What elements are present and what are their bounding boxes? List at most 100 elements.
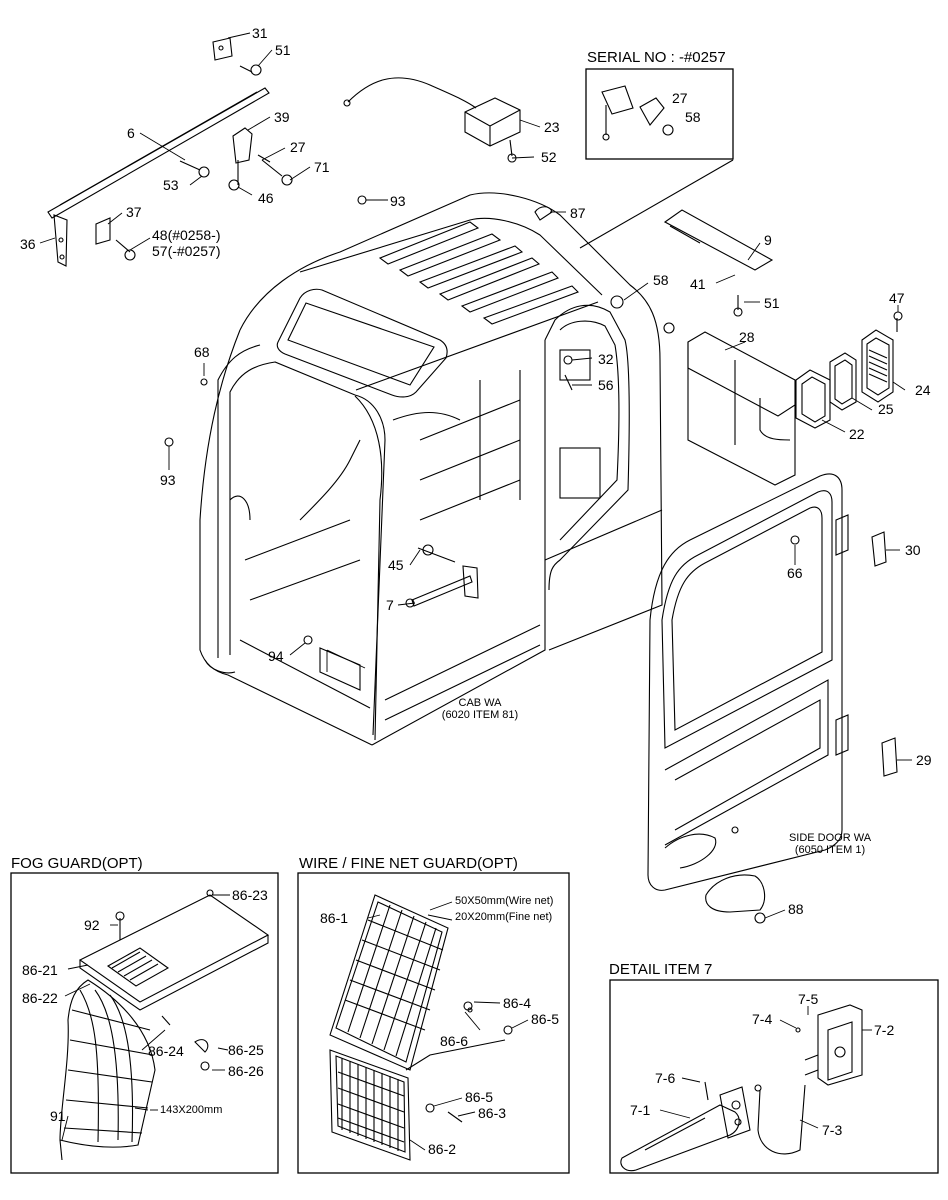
- detail-label-7-5: 7-5: [798, 991, 819, 1007]
- detail-label-7-3: 7-3: [822, 1122, 843, 1138]
- serial-no-box: [585, 68, 734, 160]
- label-39: 39: [274, 109, 290, 125]
- part-30: [871, 531, 887, 567]
- fog-label-86-24: 86-24: [148, 1043, 184, 1059]
- fastener-58b: [663, 322, 675, 334]
- label-28: 28: [739, 329, 755, 345]
- rod-part-6: [47, 87, 270, 219]
- fastener-56: [564, 374, 573, 391]
- cable-part-23: [343, 77, 521, 163]
- label-93-left: 93: [160, 472, 176, 488]
- net-label-86-1: 86-1: [320, 910, 349, 926]
- bracket-part-39: [228, 127, 293, 191]
- label-87: 87: [570, 205, 586, 221]
- fog-guard-box: [10, 872, 279, 1174]
- label-56: 56: [598, 377, 614, 393]
- plate-part-9: [663, 209, 774, 317]
- fastener-93b: [164, 437, 174, 447]
- label-23: 23: [544, 119, 560, 135]
- net-label-86-3: 86-3: [478, 1105, 507, 1121]
- label-57: 57(-#0257): [152, 243, 221, 259]
- fastener-58: [610, 295, 624, 309]
- net-label-86-2: 86-2: [428, 1141, 457, 1157]
- cab-body: [199, 192, 663, 746]
- serial-no-title: SERIAL NO : -#0257: [587, 49, 726, 66]
- net-label-86-6: 86-6: [440, 1033, 469, 1049]
- serial-label-58: 58: [685, 109, 701, 125]
- label-24: 24: [915, 382, 931, 398]
- label-41: 41: [690, 276, 706, 292]
- label-27: 27: [290, 139, 306, 155]
- bolt-part-53: [179, 160, 210, 178]
- part-29: [881, 737, 898, 777]
- label-93-top: 93: [390, 193, 406, 209]
- label-48: 48(#0258-): [152, 227, 221, 243]
- cab-caption-1: CAB WA: [458, 697, 502, 709]
- fastener-68: [200, 378, 208, 386]
- fog-guard-drawing: [59, 889, 270, 1161]
- fog-label-91: 91: [50, 1108, 66, 1124]
- label-29: 29: [916, 752, 932, 768]
- label-9: 9: [764, 232, 772, 248]
- label-37: 37: [126, 204, 142, 220]
- label-68: 68: [194, 344, 210, 360]
- label-71: 71: [314, 159, 330, 175]
- fog-label-86-25: 86-25: [228, 1042, 264, 1058]
- detail-label-7-4: 7-4: [752, 1011, 773, 1027]
- detail-label-7-2: 7-2: [874, 1022, 895, 1038]
- label-58: 58: [653, 272, 669, 288]
- net-leaders: [367, 901, 529, 1151]
- net-guard-box: [297, 872, 570, 1174]
- cab-caption-2: (6020 ITEM 81): [441, 709, 519, 721]
- bracket-part-36: [53, 214, 68, 267]
- fog-label-92: 92: [84, 917, 100, 933]
- label-30: 30: [905, 542, 921, 558]
- net-label-86-4: 86-4: [503, 995, 532, 1011]
- net-label-wire: 50X50mm(Wire net): [455, 895, 554, 907]
- fastener-32: [563, 355, 573, 365]
- detail-7-title: DETAIL ITEM 7: [609, 961, 713, 978]
- seal-part-25: [829, 352, 857, 411]
- fog-leaders: [61, 894, 230, 1141]
- leader-line: [579, 159, 734, 249]
- fastener-66: [790, 535, 800, 545]
- label-7: 7: [386, 597, 394, 613]
- detail-7-box: [609, 979, 939, 1174]
- side-door: [647, 473, 849, 891]
- bracket-part-31: [212, 37, 262, 76]
- net-label-86-5-a: 86-5: [531, 1011, 560, 1027]
- label-51-b: 51: [764, 295, 780, 311]
- label-52: 52: [541, 149, 557, 165]
- bracket-part-37: [95, 217, 136, 261]
- detail-label-7-1: 7-1: [630, 1102, 651, 1118]
- net-guard-title: WIRE / FINE NET GUARD(OPT): [299, 855, 518, 872]
- label-47: 47: [889, 290, 905, 306]
- serial-parts: [601, 85, 674, 141]
- label-94: 94: [268, 648, 284, 664]
- label-66: 66: [787, 565, 803, 581]
- leader-lines: [39, 32, 912, 919]
- fastener-87: [534, 206, 553, 221]
- seal-part-22: [795, 369, 831, 429]
- label-36: 36: [20, 236, 36, 252]
- fog-label-86-21: 86-21: [22, 962, 58, 978]
- handle-part-88: [705, 874, 766, 924]
- net-label-fine: 20X20mm(Fine net): [455, 911, 553, 923]
- fog-label-86-22: 86-22: [22, 990, 58, 1006]
- label-51: 51: [275, 42, 291, 58]
- label-45: 45: [388, 557, 404, 573]
- detail-7-leaders: [659, 1006, 872, 1129]
- net-guard-drawing: [329, 894, 513, 1161]
- door-caption-1: SIDE DOOR WA: [788, 832, 872, 844]
- fog-guard-title: FOG GUARD(OPT): [11, 855, 143, 872]
- label-88: 88: [788, 901, 804, 917]
- door-caption-2: (6050 ITEM 1): [794, 844, 866, 856]
- fastener-93a: [357, 195, 367, 205]
- label-32: 32: [598, 351, 614, 367]
- label-25: 25: [878, 401, 894, 417]
- label-31: 31: [252, 25, 268, 41]
- fog-label-86-23: 86-23: [232, 887, 268, 903]
- filter-pad-28: [687, 331, 796, 486]
- net-label-86-5-b: 86-5: [465, 1089, 494, 1105]
